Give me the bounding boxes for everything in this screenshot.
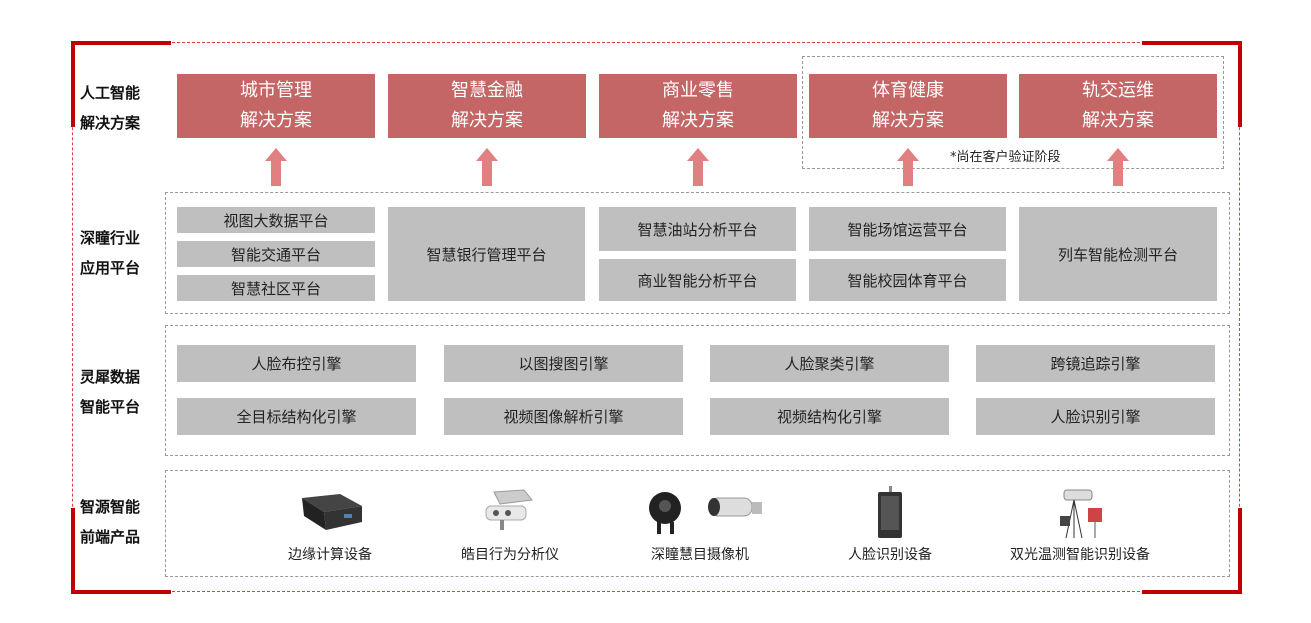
row-label-engines: 灵犀数据智能平台 [80, 368, 141, 416]
device-label: 双光温测智能识别设备 [1010, 547, 1150, 563]
validation-group [802, 56, 1224, 169]
corner-tl-h [71, 41, 171, 45]
corner-tl-v [71, 41, 75, 127]
device-label: 人脸识别设备 [848, 547, 932, 563]
arrow-up-icon [687, 148, 709, 186]
solution-rail: 轨交运维解决方案 [1019, 74, 1217, 138]
engine-item: 全目标结构化引擎 [177, 398, 416, 435]
solution-sports: 体育健康解决方案 [809, 74, 1007, 138]
row-label-solutions: 人工智能解决方案 [80, 84, 141, 132]
outer-frame [72, 42, 1240, 592]
arrow-up-icon [476, 148, 498, 186]
engines-group [165, 325, 1230, 456]
behavior-analyzer-icon [485, 489, 533, 530]
platform-item: 视图大数据平台 [177, 207, 375, 233]
platform-item: 商业智能分析平台 [599, 259, 796, 301]
corner-bl-h [71, 590, 171, 594]
device-label: 边缘计算设备 [288, 547, 372, 563]
engine-item: 以图搜图引擎 [444, 345, 683, 382]
arrow-up-icon [1107, 148, 1129, 186]
corner-tr-v [1238, 41, 1242, 127]
engine-item: 人脸聚类引擎 [710, 345, 949, 382]
platform-item: 智能场馆运营平台 [809, 207, 1006, 251]
row-label-platforms: 深瞳行业应用平台 [80, 229, 141, 277]
solution-retail: 商业零售解决方案 [599, 74, 797, 138]
row-label-devices: 智源智能前端产品 [80, 498, 141, 546]
arrow-up-icon [897, 148, 919, 186]
face-terminal-icon [878, 486, 902, 538]
engine-item: 人脸识别引擎 [976, 398, 1215, 435]
corner-br-v [1238, 508, 1242, 594]
arrow-up-icon [265, 148, 287, 186]
edge-computer-icon [302, 494, 362, 530]
corner-br-h [1142, 590, 1242, 594]
platform-item: 智能校园体育平台 [809, 259, 1006, 301]
solution-finance: 智慧金融解决方案 [388, 74, 586, 138]
device-label: 皓目行为分析仪 [461, 547, 559, 563]
device-label: 深瞳慧目摄像机 [651, 547, 749, 563]
platform-item: 智慧银行管理平台 [388, 207, 585, 301]
platform-item: 智慧油站分析平台 [599, 207, 796, 251]
platform-item: 智能交通平台 [177, 241, 375, 267]
thermal-camera-icon [1060, 489, 1102, 538]
devices-group [165, 470, 1230, 577]
validation-note: *尚在客户验证阶段 [950, 150, 1061, 165]
platform-item: 列车智能检测平台 [1019, 207, 1217, 301]
platform-item: 智慧社区平台 [177, 275, 375, 301]
corner-bl-v [71, 508, 75, 594]
engine-item: 人脸布控引擎 [177, 345, 416, 382]
corner-tr-h [1142, 41, 1242, 45]
solution-city: 城市管理解决方案 [177, 74, 375, 138]
engine-item: 视频图像解析引擎 [444, 398, 683, 435]
engine-item: 视频结构化引擎 [710, 398, 949, 435]
camera-icon [649, 492, 762, 534]
engine-item: 跨镜追踪引擎 [976, 345, 1215, 382]
platforms-group [165, 192, 1230, 314]
